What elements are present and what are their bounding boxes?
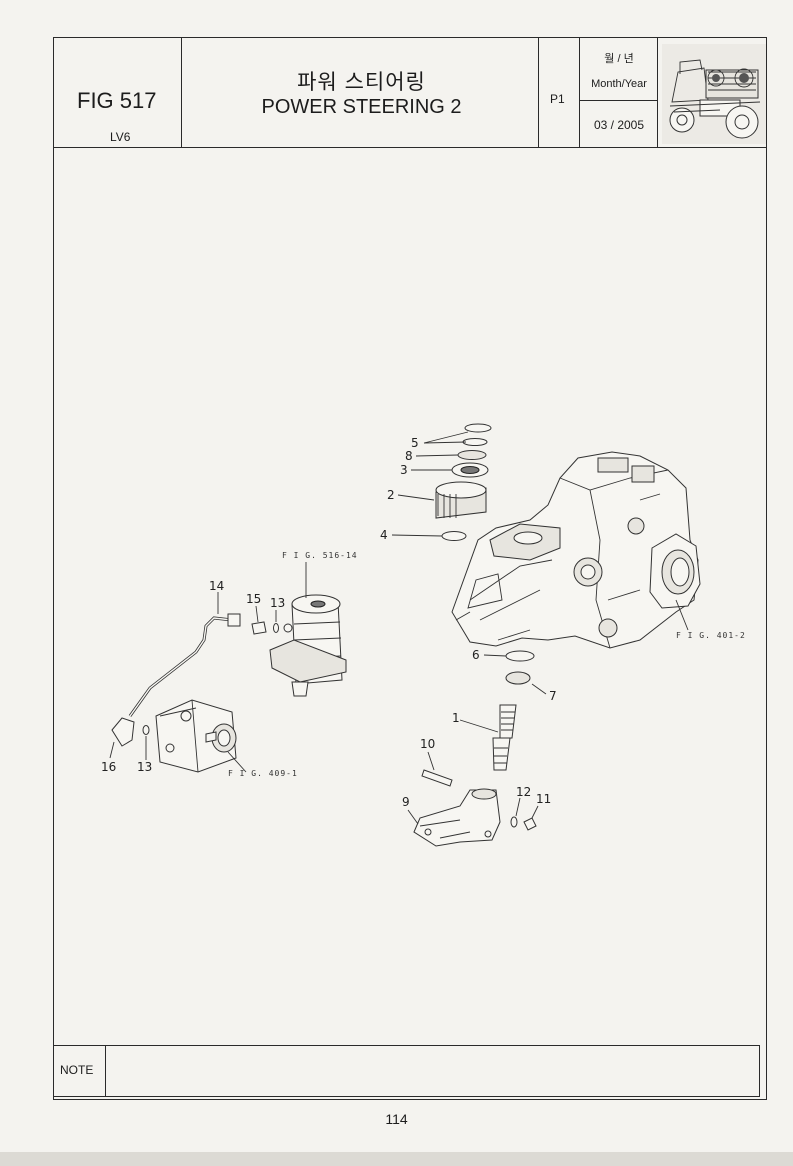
callout-15: 15 [246, 592, 261, 606]
callout-6: 6 [472, 648, 480, 662]
callout-16: 16 [101, 760, 116, 774]
part-9-steering-arm [413, 788, 501, 847]
part-7-seal [505, 671, 531, 685]
pipe-nut [227, 613, 241, 627]
transmission-housing [451, 451, 701, 649]
callout-2: 2 [387, 488, 395, 502]
part-6-ring [505, 650, 535, 662]
part-1-steering-shaft [492, 704, 517, 771]
part-13-oring-upper [273, 623, 279, 633]
month-year-label-korean: 월 / 년 [604, 53, 634, 65]
steering-stack [435, 423, 535, 685]
callout-13-lower: 13 [137, 760, 152, 774]
fig-number: FIG 517 [77, 88, 157, 113]
part-8-shim [457, 450, 487, 460]
note-label-cell [53, 1045, 106, 1097]
part-15-fitting [251, 621, 267, 635]
ref-fig-409-1: F I G. 409-1 [228, 769, 298, 778]
model-code: LV6 [110, 130, 131, 144]
callout-11: 11 [536, 792, 551, 806]
page-title-korean: 파워 스티어링 [297, 71, 426, 94]
part-5a [464, 423, 492, 433]
part-4-seal [441, 531, 467, 541]
scan-edge [0, 1152, 793, 1166]
callout-14: 14 [209, 579, 224, 593]
tractor-thumbnail-icon [662, 44, 766, 144]
ref-fig-401-2: F I G. 401-2 [676, 631, 746, 640]
callout-10: 10 [420, 737, 435, 751]
page-code: P1 [550, 92, 565, 106]
callout-4: 4 [380, 528, 388, 542]
part-13-oring-lower [142, 725, 150, 735]
steering-unit [269, 594, 347, 697]
callout-8: 8 [405, 449, 413, 463]
ref-fig-516-14: F I G. 516-14 [282, 551, 358, 560]
callout-5: 5 [411, 436, 419, 450]
callout-3: 3 [400, 463, 408, 477]
month-year-value: 03 / 2005 [593, 118, 645, 132]
page-title-english: POWER STEERING 2 [261, 96, 462, 118]
callout-12: 12 [516, 785, 531, 799]
month-year-label: Month/Year [591, 78, 647, 90]
callout-13-upper: 13 [270, 596, 285, 610]
part-16-elbow [111, 717, 135, 747]
callout-7: 7 [549, 689, 557, 703]
hydraulic-pump [155, 699, 237, 773]
note-label: NOTE [60, 1063, 94, 1077]
part-10-bolt [421, 769, 453, 787]
part-11-nut [523, 817, 537, 831]
page-number: 114 [385, 1111, 408, 1127]
part-5b [462, 438, 488, 446]
part-14-pipe [128, 616, 233, 717]
header-thumb-cell [657, 37, 767, 148]
part-12-washer [510, 816, 518, 828]
callout-1: 1 [452, 711, 460, 725]
callout-9: 9 [402, 795, 410, 809]
